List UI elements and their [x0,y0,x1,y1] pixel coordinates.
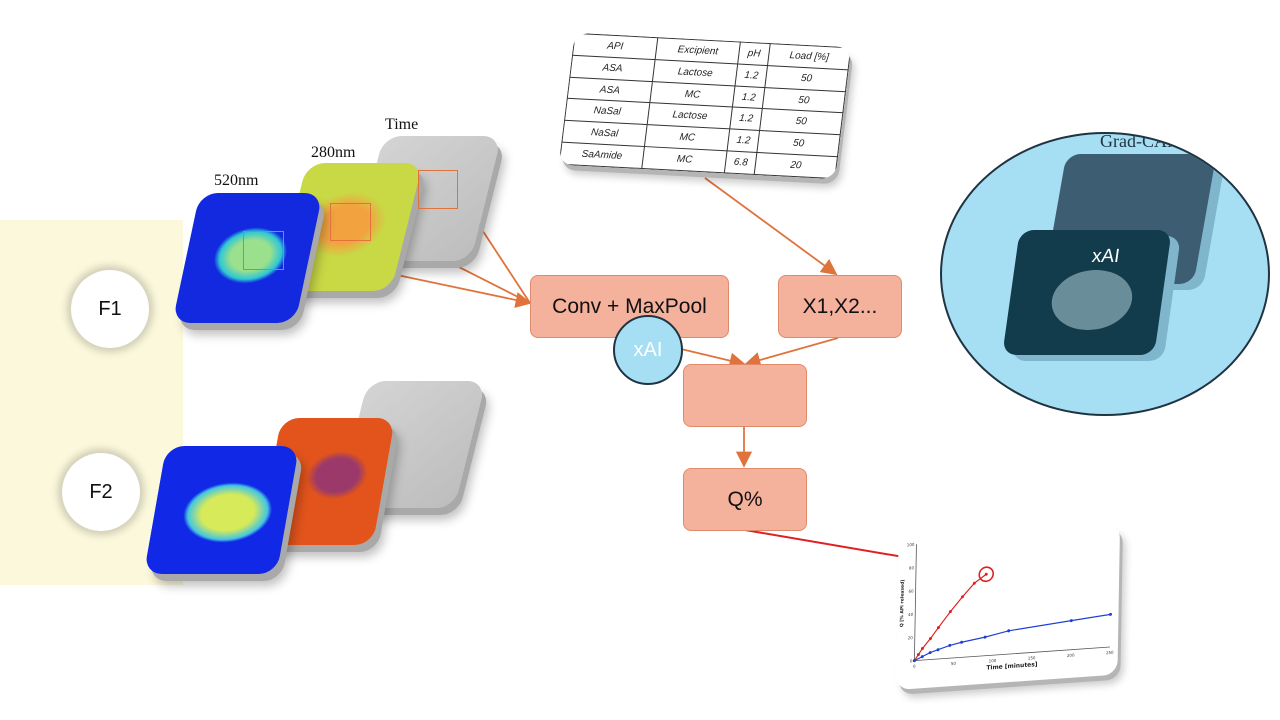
table-cell: 1.2 [727,129,760,153]
series-line-0 [913,573,987,661]
label-280nm: 280nm [311,144,356,161]
y-tick-label: 20 [908,635,914,640]
series-point-0 [920,646,924,650]
roi-time [418,170,458,209]
xai-badge-label: xAI [633,339,663,361]
sample-f2: F2 [62,453,140,531]
gradcam-title: Grad-CAM [1100,132,1183,151]
series-point-1 [920,655,924,659]
gradcam-xai-label: xAI [1090,246,1121,267]
y-tick-label: 60 [909,588,915,593]
x-tick-label: 0 [913,664,916,669]
x-axis [914,646,1110,662]
y-tick-label: 100 [907,542,915,548]
table-cell: SaAmide [559,142,645,169]
conv-maxpool-label: Conv + MaxPool [552,294,707,318]
series-point-0 [972,581,976,585]
series-point-1 [928,651,932,655]
y-tick-label: 40 [908,612,914,617]
roi-280nm [330,203,371,241]
y-axis-label: Q [% API released] [899,579,906,627]
series-point-1 [1007,629,1011,633]
sample-f2-label: F2 [89,480,113,503]
table-cell: 1.2 [732,85,765,109]
sample-f1: F1 [71,270,149,348]
label-time: Time [385,116,419,133]
series-point-0 [948,610,952,614]
gradcam-heat-region [1047,270,1137,330]
series-point-0 [928,637,932,641]
arrow-features-to-merge [744,337,839,368]
series-point-0 [936,626,940,630]
table-cell: 6.8 [724,151,757,175]
xai-badge: xAI [613,315,683,385]
x-tick-label: 100 [989,658,997,664]
table-cell: 20 [754,152,838,179]
series-point-0 [984,572,988,576]
output-label: Q% [727,487,763,511]
table-cell: MC [641,146,728,173]
table-cell: 1.2 [729,107,763,131]
merge-box [683,364,807,427]
series-point-1 [936,648,940,652]
label-520nm: 520nm [214,172,259,189]
x-axis-label: Time [minutes] [986,661,1038,672]
series-point-1 [1069,619,1073,623]
table-header-cell: pH [737,42,771,66]
gradcam-panel: Grad-CAM xAI [940,132,1270,416]
series-line-1 [914,613,1111,662]
series-point-0 [916,653,920,657]
y-tick-label: 80 [909,565,915,570]
output-box: Q% [683,468,807,531]
highlight-ring [978,566,994,583]
f2-520nm-image [143,446,300,574]
table-cell: 1.2 [735,63,768,88]
x-tick-label: 150 [1028,655,1036,661]
roi-520nm [243,231,284,270]
formulation-table: API Excipient pH Load [%] ASA Lactose 1.… [558,32,852,180]
features-label: X1,X2... [802,294,878,318]
series-point-1 [912,659,916,663]
x-tick-label: 250 [1106,650,1114,656]
series-point-0 [960,595,964,599]
y-tick-label: 0 [910,658,913,663]
features-box: X1,X2... [778,275,902,338]
arrow-table-to-features [704,177,838,276]
sample-f1-label: F1 [98,297,122,320]
series-point-1 [960,640,964,644]
y-axis [914,544,917,661]
series-point-1 [948,643,952,647]
x-tick-label: 200 [1067,652,1075,658]
x-tick-label: 50 [951,661,957,666]
gradcam-front-image: xAI [1002,230,1172,355]
series-point-1 [983,635,987,639]
series-point-1 [1108,612,1112,616]
